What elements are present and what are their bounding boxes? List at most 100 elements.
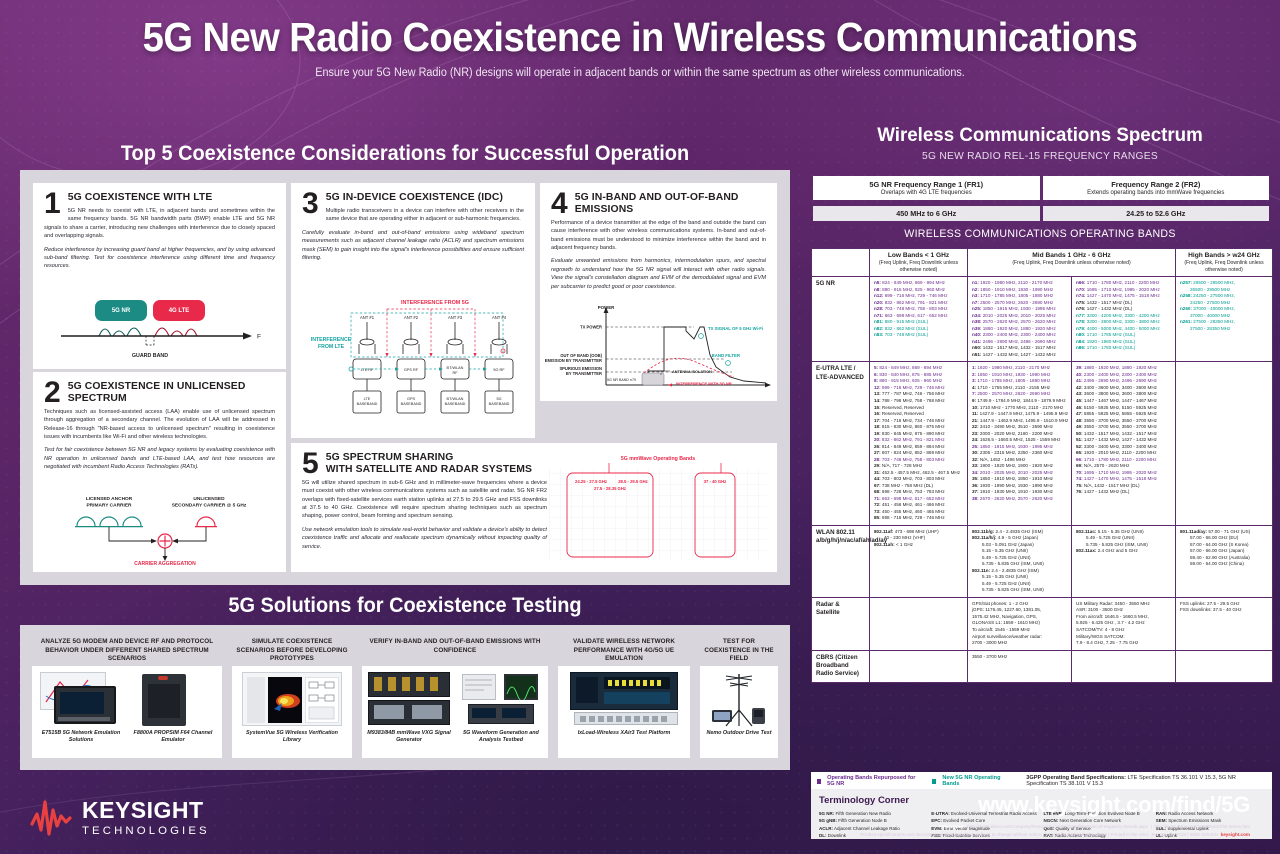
consideration-card-2[interactable]: 2 5G COEXISTENCE IN UNLICENSED SPECTRUM … — [33, 372, 286, 572]
keysight-logo[interactable]: KEYSIGHT TECHNOLOGIES — [30, 798, 210, 838]
svg-text:BASEBAND: BASEBAND — [401, 402, 422, 406]
bands-cell-mid2 — [1071, 649, 1176, 683]
fr2-header: Frequency Range 2 (FR2) Extends operatin… — [1042, 176, 1269, 200]
svg-text:PRIMARY CARRIER: PRIMARY CARRIER — [86, 503, 132, 509]
software-screenshot-icon — [242, 672, 342, 726]
solution-card-2[interactable]: SystemVue 5G Wireless Verification Libra… — [232, 666, 352, 758]
rack-photo-icon — [368, 672, 450, 726]
bands-cell-low — [869, 596, 968, 651]
consideration-card-3[interactable]: 3 5G IN-DEVICE COEXISTENCE (IDC) Multipl… — [291, 183, 535, 438]
terminology-entry: UL: Uplink — [1155, 832, 1178, 838]
card-1-figure: 5G NR 4G LTE F GUARD BAND — [61, 300, 261, 359]
bands-cell-high — [1175, 649, 1273, 683]
card-1-number: 1 — [44, 187, 61, 220]
ann-tx-signal: TX SIGNAL OF 5 GHz Wi-Fi — [708, 326, 763, 331]
bands-row: CBRS (Citizen Broadband Radio Service)35… — [811, 649, 1273, 683]
card-2-figure: LICENSED ANCHOR PRIMARY CARRIER UNLICENS… — [75, 496, 247, 566]
terminology-column: E-UTRA: Evolved-Universal Terrestrial Ra… — [931, 810, 1039, 839]
chassis-photo-icon — [136, 672, 192, 726]
col-empty — [811, 247, 870, 278]
svg-text:LTE RF: LTE RF — [361, 368, 374, 372]
svg-text:5G NR: 5G NR — [112, 308, 131, 314]
card-4-figure: POWER TX POWER OUT OF BAND (OOB)EMISSION… — [545, 305, 771, 388]
operating-bands-title: WIRELESS COMMUNICATIONS OPERATING BANDS — [904, 228, 1176, 240]
website-url[interactable]: www.keysight.com/find/5G — [978, 792, 1250, 817]
solution-5-heading: TEST FOR COEXISTENCE IN THE FIELD — [704, 638, 774, 662]
fr1-value: 450 MHz to 6 GHz — [813, 206, 1040, 221]
svg-text:27.5 - 28.35 GHz: 27.5 - 28.35 GHz — [594, 486, 626, 491]
bands-cell-high: n257: 26500 - 29500 MHz,26500 - 29500 MH… — [1175, 276, 1273, 363]
card-3-title: 5G IN-DEVICE COEXISTENCE (IDC) — [325, 192, 504, 203]
svg-text:4G LTE: 4G LTE — [169, 308, 190, 314]
bands-legend: Operating Bands Repurposed for 5G NR New… — [811, 772, 1272, 790]
svg-text:SECONDARY CARRIER @ 5 GHz: SECONDARY CARRIER @ 5 GHz — [172, 503, 247, 509]
card-3-body: Multiple radio transceivers in a device … — [325, 207, 524, 223]
solution-1-heading: ANALYZE 5G MODEM AND DEVICE RF AND PROTO… — [40, 638, 214, 662]
drive-test-photo-icon — [712, 674, 765, 727]
svg-text:LICENSED ANCHOR: LICENSED ANCHOR — [86, 496, 133, 502]
svg-text:5G: 5G — [496, 397, 501, 401]
solution-card-3[interactable]: M9383/84B mmWave VXG Signal Generator 5G… — [362, 666, 548, 758]
band-list: 801.11ad/ay: 57.00 - 71 GHz (US)57.00 - … — [1180, 528, 1251, 567]
legend-label-repurposed: Operating Bands Repurposed for 5G NR — [827, 775, 916, 787]
card-3-figure: INTERFERENCE FROM 5G INTERFERENCE FROM L… — [311, 300, 514, 414]
bands-cell-low — [869, 649, 968, 683]
terminology-entry: SUL: Supplemental Uplink — [1155, 825, 1209, 831]
card-2-figure-caption: CARRIER AGGREGATION — [134, 561, 196, 566]
solution-group-5: TEST FOR COEXISTENCE IN THE FIELD — [700, 638, 778, 664]
page-title: 5G New Radio Coexistence in Wireless Com… — [142, 14, 1138, 60]
card-5-italic: Use network emulation tools to simulate … — [302, 526, 547, 550]
card-3-italic: Carefully evaluate in-band and out-of-ba… — [302, 229, 524, 261]
solution-card-5[interactable]: Nemo Outdoor Drive Test — [700, 666, 778, 758]
ann-interference: INTERFERENCE WITH 5G NR — [676, 381, 732, 386]
terminology-entry: EVM: Error Vector Magnitude — [931, 825, 991, 831]
footer-right: www.keysight.com/find/5G References: htt… — [860, 792, 1250, 839]
card-2-italic: Test for fair coexistence between 5G NR … — [44, 447, 275, 471]
terminology-entry: SEM: Spectrum Emissions Mask — [1155, 818, 1222, 824]
svg-text:BT/WLAN: BT/WLAN — [447, 366, 464, 370]
solution-2-product-caption: SystemVue 5G Wireless Verification Libra… — [246, 730, 338, 744]
svg-text:BY TRANSMITTER: BY TRANSMITTER — [566, 371, 602, 376]
legend-swatch-new — [932, 778, 937, 784]
svg-text:FROM LTE: FROM LTE — [318, 344, 345, 350]
keysight-wave-icon — [30, 800, 72, 836]
consideration-card-5[interactable]: 5 5G SPECTRUM SHARING WITH SATELLITE AND… — [291, 443, 777, 572]
svg-text:BASEBAND: BASEBAND — [357, 402, 378, 406]
consideration-card-4[interactable]: 4 5G IN-BAND AND OUT-OF-BAND EMISSIONS P… — [540, 183, 777, 401]
solution-4-heading: VALIDATE WIRELESS NETWORK PERFORMANCE WI… — [573, 638, 675, 662]
solution-card-4[interactable]: IxLoad-Wireless XAir3 Test Platform — [558, 666, 690, 758]
card-1-italic: Reduce interference by increasing guard … — [44, 246, 275, 270]
bands-row-label: Radar & Satellite — [811, 596, 870, 651]
page-subtitle: Ensure your 5G New Radio (NR) designs wi… — [315, 67, 965, 80]
operating-bands-table[interactable]: Low Bands < 1 GHz(Freq Uplink, Freq Down… — [811, 247, 1273, 683]
svg-text:RF: RF — [452, 371, 458, 375]
idc-top-label: INTERFERENCE FROM 5G — [401, 300, 469, 306]
solution-card-1[interactable]: E7515B 5G Network Emulation Solutions F8… — [32, 666, 222, 758]
bands-cell-mid2: 802.11ac: 5.15 - 5.35 GHz (UNII)5.49 - 5… — [1071, 524, 1176, 598]
card-1-title: 5G COEXISTENCE WITH LTE — [67, 192, 213, 203]
card-4-number: 4 — [551, 187, 568, 220]
terminology-column: LTE eNB: Long-Term-Evolution Evolved Nod… — [1044, 810, 1152, 839]
col-high: High Bands > w24 GHz(Freq Uplink, Freq D… — [1175, 247, 1273, 278]
card-2-number: 2 — [44, 376, 61, 409]
frequency-range-value-row: 450 MHz to 6 GHz 24.25 to 52.6 GHz — [813, 206, 1269, 221]
consideration-card-1[interactable]: 1 5G COEXISTENCE WITH LTE 5G NR needs to… — [33, 183, 286, 369]
terminology-entry: DL: Downlink — [819, 832, 847, 838]
solutions-banner: 5G Solutions for Coexistence Testing — [20, 594, 790, 618]
svg-text:ANT #3: ANT #3 — [448, 315, 463, 320]
card-4-title: 5G IN-BAND AND OUT-OF-BAND EMISSIONS — [574, 192, 739, 215]
band-list: n257: 26500 - 29500 MHz,26500 - 29500 MH… — [1180, 280, 1235, 331]
